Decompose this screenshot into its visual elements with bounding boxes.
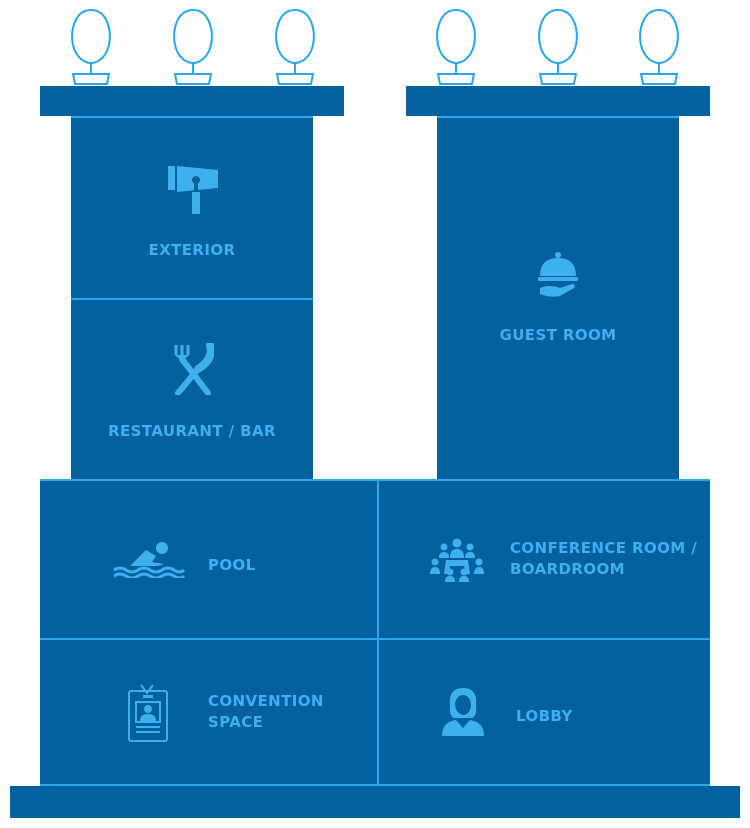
potted-plant-icon [436, 8, 476, 85]
right-roof-divider [437, 116, 679, 118]
left-tower-roof [40, 86, 344, 116]
room-label-conference-line2: BOARDROOM [510, 560, 625, 578]
floor-divider [40, 479, 710, 481]
room-label-convention-line2: SPACE [208, 713, 264, 731]
potted-plant-icon [275, 8, 315, 85]
room-label-guest-room: GUEST ROOM [499, 326, 617, 344]
floor-divider [71, 298, 313, 300]
room-label-lobby: LOBBY [516, 707, 573, 725]
potted-plant-icon [71, 8, 111, 85]
meeting-group-icon [430, 538, 484, 582]
right-tower [437, 116, 679, 480]
swimmer-icon [113, 542, 186, 578]
left-roof-divider [71, 116, 313, 118]
receptionist-icon [442, 688, 484, 736]
fork-knife-icon [174, 343, 214, 395]
potted-plant-icon [639, 8, 679, 85]
potted-plant-icon [538, 8, 578, 85]
floor-divider [40, 638, 710, 640]
room-label-conference-line1: CONFERENCE ROOM / [510, 539, 698, 557]
room-label-exterior: EXTERIOR [148, 241, 236, 259]
room-service-cloche-icon [538, 252, 578, 297]
id-badge-icon [128, 684, 168, 742]
ground-slab [10, 786, 740, 818]
room-label-restaurant: RESTAURANT / BAR [108, 422, 276, 440]
wall-divider [377, 480, 379, 786]
right-tower-roof [406, 86, 710, 116]
exterior-sign-icon [168, 166, 218, 214]
potted-plant-icon [173, 8, 213, 85]
ground-divider [40, 784, 710, 786]
room-label-convention-line1: CONVENTION [208, 692, 324, 710]
building-base [40, 480, 710, 786]
room-label-pool: POOL [208, 556, 256, 574]
